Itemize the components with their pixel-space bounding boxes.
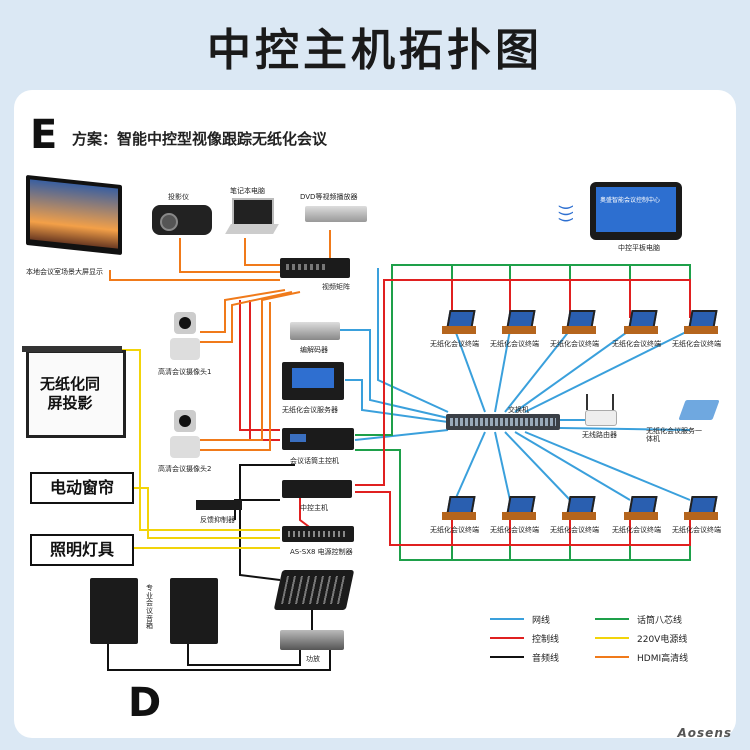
power-controller (282, 526, 354, 542)
paperless-terminal (684, 496, 718, 522)
control-tablet: 奥盛智能会议控制中心 (590, 182, 682, 240)
hdmi-lines (109, 230, 331, 451)
server-label: 无纸化会议服务器 (282, 406, 338, 414)
camera-2 (170, 410, 200, 460)
tablet-label: 中控平板电脑 (618, 244, 660, 252)
network-lines (340, 268, 691, 501)
dvd-label: DVD等视频播放器 (300, 193, 358, 201)
screen-top-bar (22, 346, 122, 352)
power-amp (280, 630, 344, 650)
letter-d: D (128, 680, 162, 726)
legend-swatch (490, 656, 524, 658)
central-controller (282, 480, 352, 498)
power-ctrl-label: AS-SX8 电源控制器 (290, 548, 353, 556)
paperless-terminal (562, 496, 596, 522)
feedback-label: 反馈抑制器 (200, 516, 235, 524)
speaker-label: 专业会议音箱 (146, 584, 153, 631)
legend-swatch (595, 656, 629, 658)
legend-swatch (595, 618, 629, 620)
brand-logo: Aosens (677, 726, 732, 740)
paperless-server (282, 362, 344, 400)
camera-1 (170, 312, 200, 362)
mic-host (282, 428, 354, 450)
terminal-label: 无纸化会议终端 (490, 526, 539, 534)
terminal-label: 无纸化会议终端 (430, 526, 479, 534)
scheme-title: 方案：智能中控型视像跟踪无纸化会议 (72, 130, 328, 148)
paperless-terminal (442, 310, 476, 336)
mic-host-label: 会议话筒主控机 (290, 457, 339, 465)
service-kiosk (678, 400, 720, 420)
decoder (290, 322, 340, 340)
tablet-screen-text: 奥盛智能会议控制中心 (596, 187, 676, 232)
router-antennas-icon (586, 394, 614, 410)
audio-mixer (273, 570, 355, 610)
paperless-terminal (502, 496, 536, 522)
legend-label: 控制线 (532, 635, 560, 645)
paperless-terminal (502, 310, 536, 336)
terminal-label: 无纸化会议终端 (612, 526, 661, 534)
feedback-suppressor (196, 500, 242, 510)
matrix-label: 视频矩阵 (322, 283, 350, 291)
page-title: 中控主机拓扑图 (207, 25, 543, 76)
legend-label: 音频线 (532, 654, 560, 664)
decoder-label: 编解码器 (300, 346, 328, 354)
lighting-box: 照明灯具 (30, 534, 134, 566)
terminal-label: 无纸化会议终端 (430, 340, 479, 348)
letter-e: E (30, 112, 58, 158)
dvd-player (305, 206, 367, 222)
video-matrix (280, 258, 350, 278)
big-screen-label: 本地会议室场景大屏显示 (26, 268, 103, 276)
terminal-label: 无纸化会议终端 (672, 340, 721, 348)
paperless-projection-box: 无纸化同屏投影 (39, 374, 100, 413)
central-label: 中控主机 (300, 504, 328, 512)
kiosk-label: 无纸化会议服务一体机 (646, 427, 702, 444)
network-switch (446, 414, 560, 430)
speaker-left (90, 578, 138, 644)
legend-swatch (490, 637, 524, 639)
legend-label: 话筒八芯线 (637, 616, 683, 626)
laptop (232, 198, 274, 226)
projector (152, 205, 212, 235)
terminal-label: 无纸化会议终端 (550, 340, 599, 348)
paperless-terminal (684, 310, 718, 336)
legend-swatch (595, 637, 629, 639)
amp-label: 功放 (306, 655, 320, 663)
switch-label: 交换机 (508, 406, 529, 414)
legend-label: 220V电源线 (637, 635, 688, 645)
terminal-label: 无纸化会议终端 (550, 526, 599, 534)
paperless-terminal (442, 496, 476, 522)
camera1-label: 高清会议摄像头1 (158, 368, 212, 376)
curtain-box: 电动窗帘 (30, 472, 134, 504)
terminal-label: 无纸化会议终端 (490, 340, 539, 348)
camera2-label: 高清会议摄像头2 (158, 465, 212, 473)
laptop-label: 笔记本电脑 (230, 187, 265, 195)
paperless-terminal (624, 496, 658, 522)
projector-label: 投影仪 (168, 193, 189, 201)
router-label: 无线路由器 (582, 431, 617, 439)
terminal-label: 无纸化会议终端 (612, 340, 661, 348)
big-screen-tv (26, 174, 122, 256)
paperless-terminal (562, 310, 596, 336)
legend-label: 网线 (532, 616, 551, 626)
wireless-router (585, 410, 617, 426)
laptop-keyboard (225, 224, 279, 234)
legend-label: HDMI高清线 (637, 654, 689, 664)
legend-swatch (490, 618, 524, 620)
wifi-icon: ))) (556, 204, 576, 223)
paperless-terminal (624, 310, 658, 336)
terminal-label: 无纸化会议终端 (672, 526, 721, 534)
audio-lines (107, 464, 331, 671)
speaker-right (170, 578, 218, 644)
